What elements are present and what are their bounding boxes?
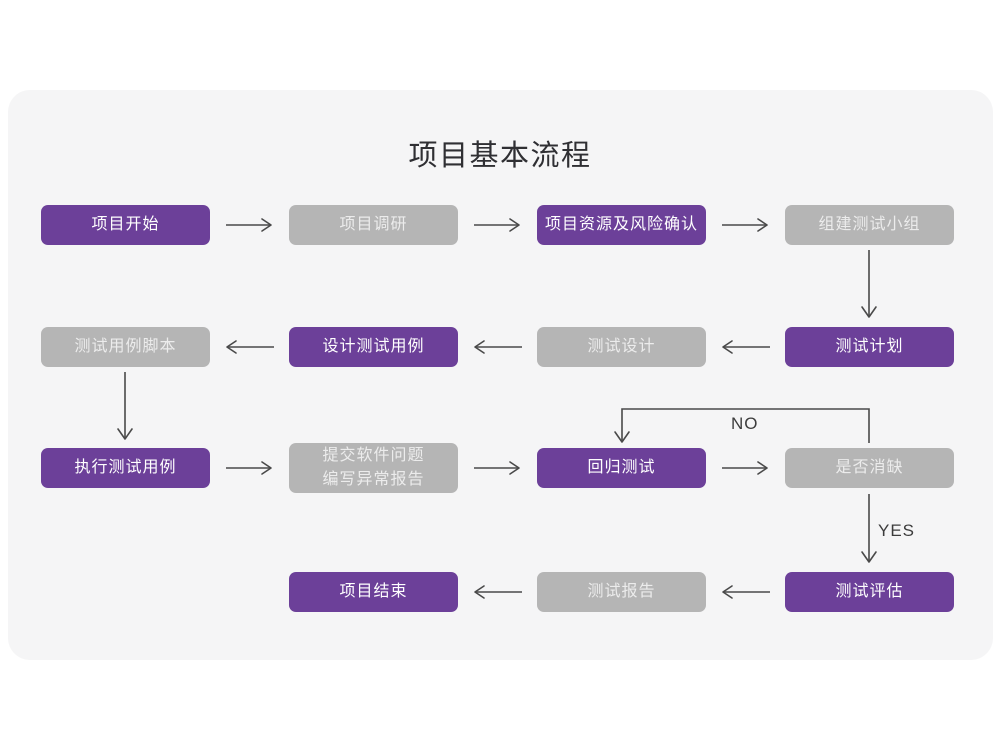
flow-node-label: 是否消缺 (835, 459, 904, 476)
flow-node-label: 测试计划 (835, 338, 904, 355)
edge-label-no: NO (731, 414, 759, 433)
flow-node-project-end[interactable]: 项目结束 (289, 572, 458, 612)
flow-node-test-evaluation[interactable]: 测试评估 (785, 572, 954, 612)
flow-node-test-design[interactable]: 测试设计 (537, 327, 706, 367)
flow-node-test-report[interactable]: 测试报告 (537, 572, 706, 612)
flow-node-label: 组建测试小组 (818, 216, 921, 233)
page-title: 项目基本流程 (408, 140, 592, 172)
edge-label-yes: YES (878, 521, 916, 540)
flow-node-resource-risk-confirm[interactable]: 项目资源及风险确认 (537, 205, 706, 245)
flow-node-label: 项目资源及风险确认 (544, 216, 698, 233)
flow-node-design-test-case[interactable]: 设计测试用例 (289, 327, 458, 367)
flow-node-label: 测试报告 (587, 583, 656, 600)
flow-node-label: 测试用例脚本 (74, 338, 177, 355)
flow-node-test-case-script[interactable]: 测试用例脚本 (41, 327, 210, 367)
flow-node-test-plan[interactable]: 测试计划 (785, 327, 954, 367)
flow-node-defect-resolved[interactable]: 是否消缺 (785, 448, 954, 488)
flow-node-label: 项目结束 (339, 583, 408, 600)
flow-node-label: 测试评估 (835, 583, 904, 600)
flow-node-label: 执行测试用例 (74, 459, 177, 476)
flow-node-label-line1: 提交软件问题 (322, 447, 425, 464)
flow-node-form-test-team[interactable]: 组建测试小组 (785, 205, 954, 245)
flow-node-execute-test-case[interactable]: 执行测试用例 (41, 448, 210, 488)
diagram-canvas (8, 90, 993, 660)
flow-node-label: 测试设计 (587, 338, 656, 355)
flow-node-regression-test[interactable]: 回归测试 (537, 448, 706, 488)
flow-node-project-research[interactable]: 项目调研 (289, 205, 458, 245)
flow-node-label-line2: 编写异常报告 (322, 471, 425, 488)
flow-node-label: 设计测试用例 (322, 338, 425, 355)
flow-node-label: 项目调研 (339, 216, 408, 233)
flow-node-label: 项目开始 (91, 216, 160, 233)
flow-node-project-start[interactable]: 项目开始 (41, 205, 210, 245)
flow-node-label: 回归测试 (587, 459, 656, 476)
flow-node-submit-defect-report[interactable]: 提交软件问题 编写异常报告 (289, 443, 458, 493)
